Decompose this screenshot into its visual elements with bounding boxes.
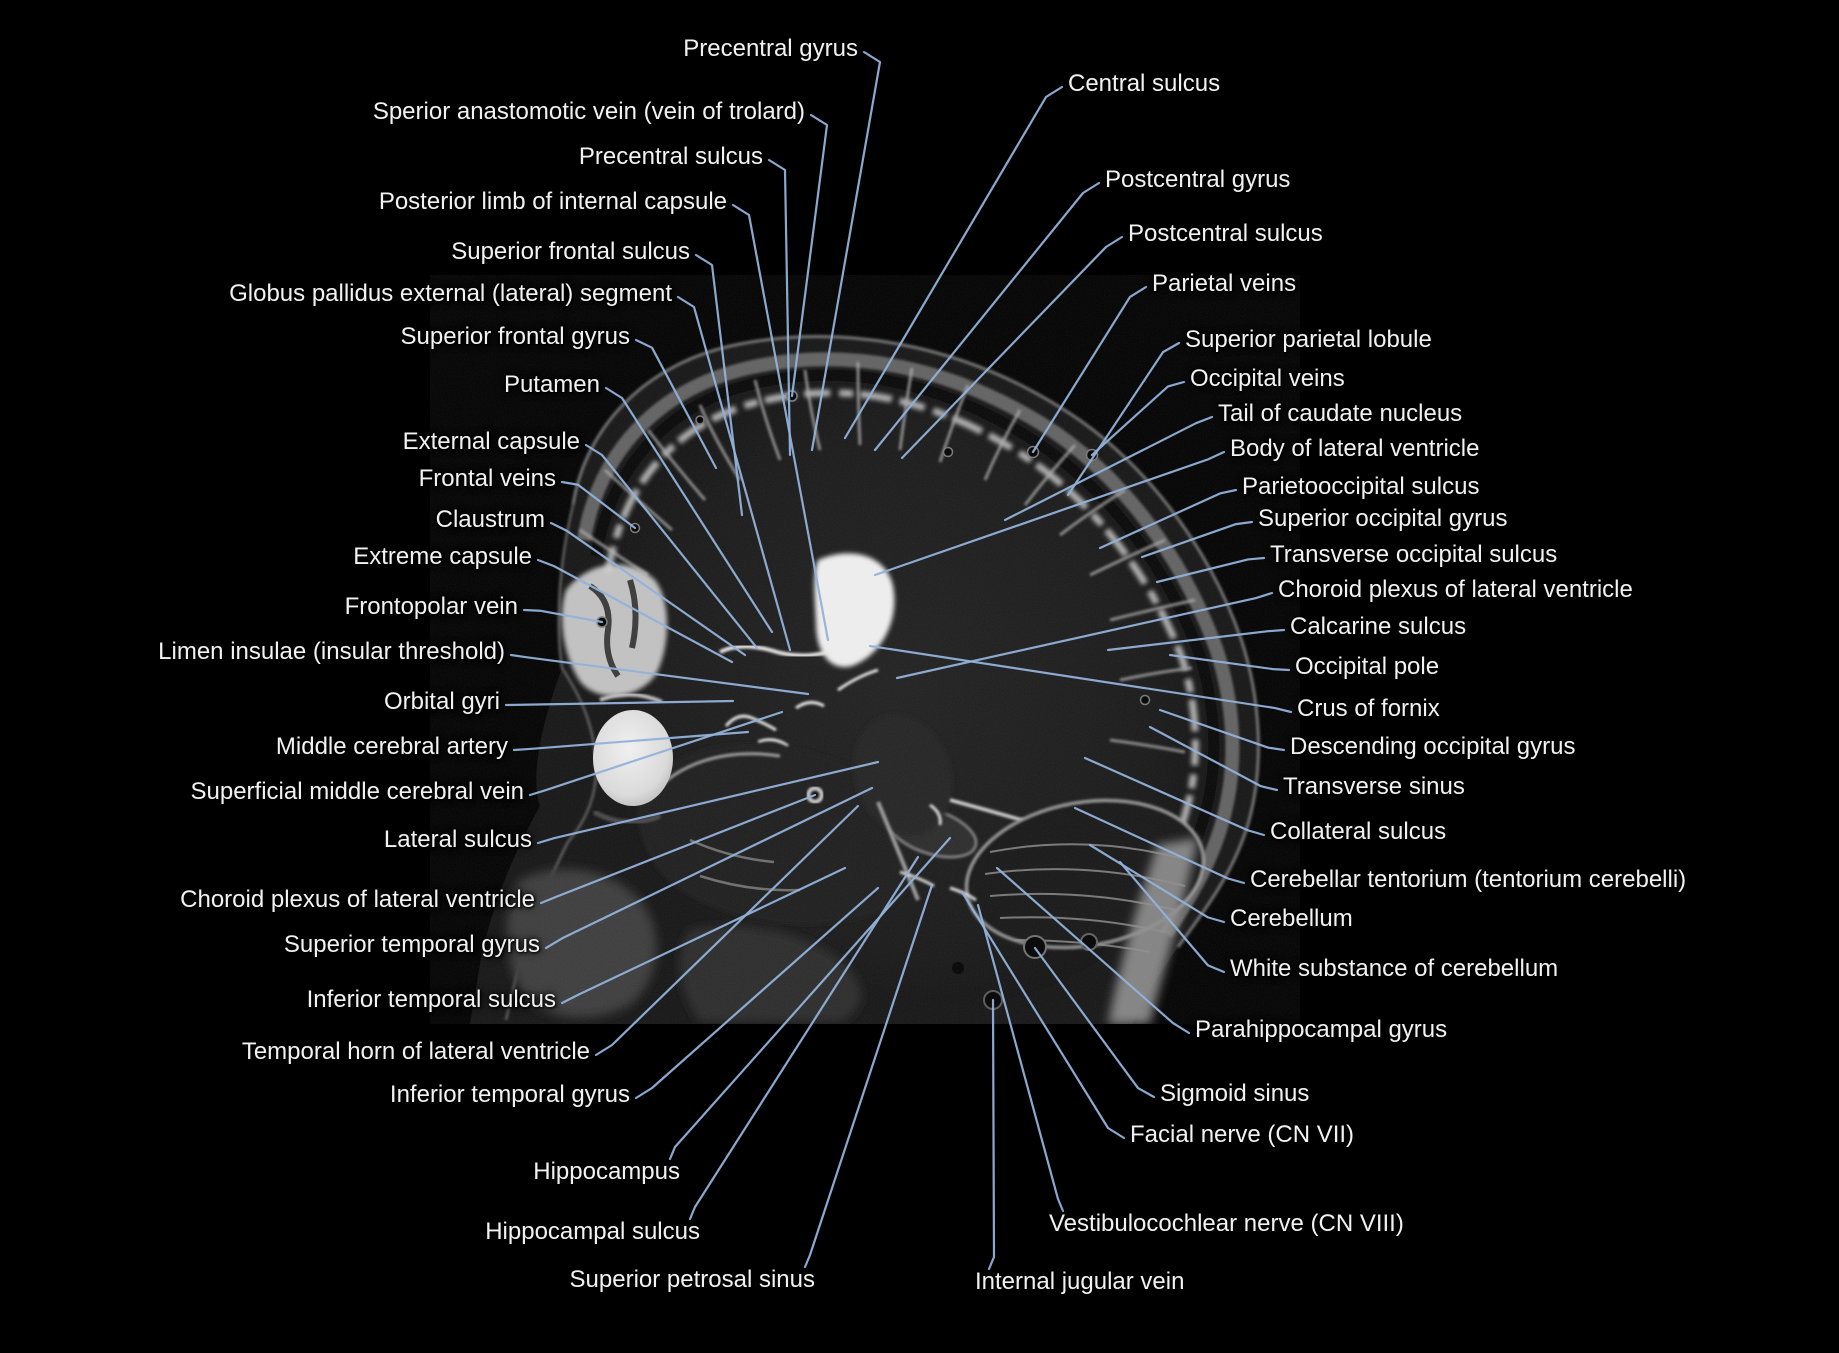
leader-line	[668, 836, 952, 1161]
leader-line	[895, 591, 1274, 680]
leader-line	[1033, 946, 1156, 1099]
leader-line	[1106, 628, 1286, 652]
leader-line	[987, 998, 996, 1271]
leader-line	[522, 608, 604, 624]
leader-line	[900, 235, 1124, 460]
leader-line	[803, 883, 934, 1269]
leader-line	[634, 338, 718, 470]
leader-line	[810, 50, 882, 452]
leader-line	[1083, 756, 1266, 837]
leader-line	[1073, 806, 1246, 885]
leader-line	[1155, 556, 1266, 584]
noise-overlay	[430, 275, 1300, 1024]
leader-line	[873, 181, 1101, 452]
leader-line	[509, 653, 810, 696]
leader-line	[976, 903, 1065, 1213]
leader-line	[512, 730, 750, 752]
leader-line	[634, 886, 880, 1100]
leader-line	[767, 158, 792, 457]
leader-line	[544, 786, 874, 950]
leader-line	[1098, 488, 1238, 550]
leader-line	[868, 644, 1293, 714]
leader-line	[536, 558, 734, 664]
leader-line	[731, 203, 830, 642]
leader-line	[960, 890, 1126, 1140]
leader-line	[873, 450, 1226, 577]
leader-line	[1118, 860, 1226, 974]
leader-line	[1003, 415, 1214, 522]
leader-line	[536, 760, 880, 845]
leader-line	[694, 253, 744, 517]
leader-line	[1158, 708, 1286, 752]
leader-line	[688, 855, 920, 1221]
mri-slice	[430, 275, 1300, 1024]
leader-line	[995, 866, 1191, 1035]
leader-line	[584, 443, 759, 650]
leader-line	[539, 793, 817, 905]
leader-line	[1168, 653, 1291, 672]
leader-line	[594, 804, 860, 1057]
leader-line	[1148, 725, 1279, 792]
leader-line	[549, 521, 747, 657]
leader-line	[676, 295, 792, 652]
leader-line	[528, 710, 784, 797]
leader-line	[843, 85, 1064, 440]
leader-line	[1031, 285, 1148, 454]
leader-line	[604, 386, 774, 634]
leader-line	[1090, 380, 1186, 457]
leader-line	[790, 113, 829, 398]
leader-line	[1088, 843, 1226, 924]
leader-line	[1140, 520, 1254, 559]
leader-lines	[504, 50, 1293, 1271]
leader-line	[560, 480, 637, 530]
leader-line	[560, 866, 847, 1005]
leader-line	[504, 699, 735, 707]
